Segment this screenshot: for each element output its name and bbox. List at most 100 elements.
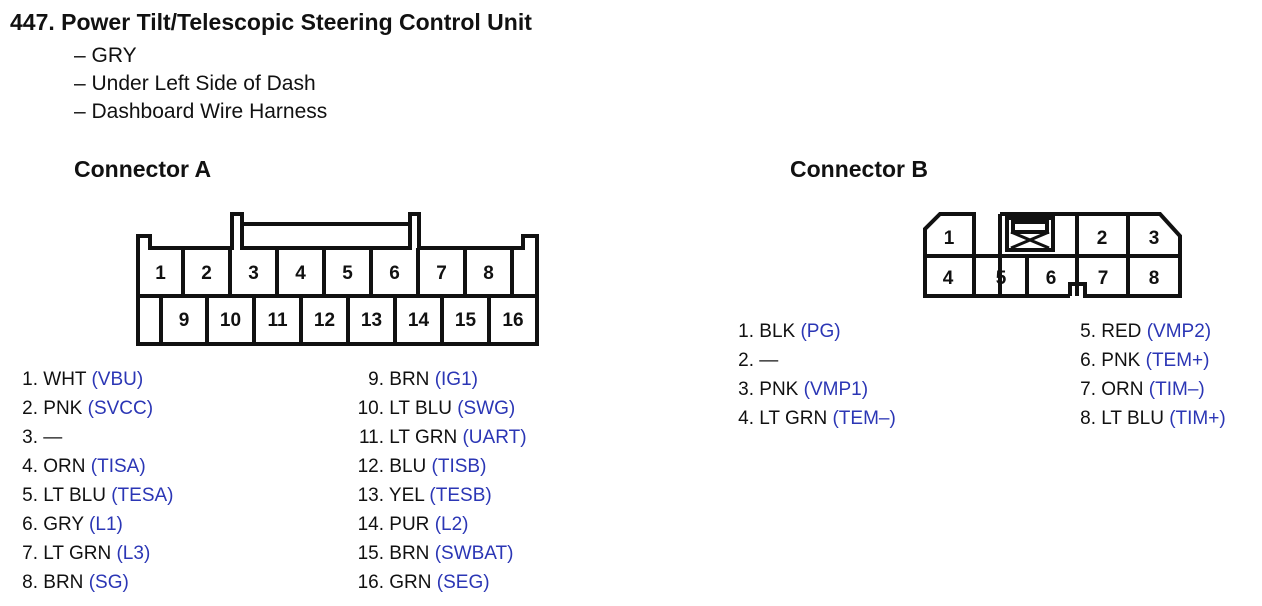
wire-color: YEL xyxy=(384,485,430,506)
connector-a-label: Connector A xyxy=(74,156,212,182)
connector-a-housing xyxy=(136,212,539,346)
circuit-code: (VBU) xyxy=(91,369,144,390)
connector-b-pin-3: 3. PNK (VMP1) xyxy=(736,380,868,399)
pin-number: 14. xyxy=(357,514,384,535)
connector-a-cell-6: 6 xyxy=(389,263,400,284)
pin-number: 8. xyxy=(1080,408,1096,429)
wire-color: LT BLU xyxy=(38,485,112,506)
wire-color: WHT xyxy=(38,369,92,390)
circuit-code: (TEM+) xyxy=(1145,350,1210,371)
wire-color: LT GRN xyxy=(384,427,463,448)
wire-color: PNK xyxy=(1096,350,1146,371)
connector-a-cell-15: 15 xyxy=(455,310,477,331)
circuit-code: (TIM–) xyxy=(1148,379,1205,400)
entry-number: 447. xyxy=(10,9,55,35)
connector-a-pin-11: 11. LT GRN (UART) xyxy=(352,428,527,447)
connector-a-cell-5: 5 xyxy=(342,263,353,284)
connector-a-pin-8: 8. BRN (SG) xyxy=(20,573,129,592)
connector-b-cell-1: 1 xyxy=(944,228,955,249)
connector-a-cell-1: 1 xyxy=(155,263,166,284)
connector-a-pin-5: 5. LT BLU (TESA) xyxy=(20,485,173,506)
connector-a-cell-8: 8 xyxy=(483,263,494,284)
wire-color: PNK xyxy=(38,398,88,419)
wire-color: LT GRN xyxy=(38,543,117,564)
connector-b-cell-8: 8 xyxy=(1149,268,1160,289)
circuit-code: (IG1) xyxy=(434,369,478,390)
circuit-code: (UART) xyxy=(462,427,527,448)
connector-a-cell-13: 13 xyxy=(361,310,382,331)
connector-b-pin-2: 2. — xyxy=(736,351,778,370)
circuit-code: (L2) xyxy=(434,514,469,535)
connector-a-pin-12: 12. BLU (TISB) xyxy=(352,456,487,477)
wire-color: PNK xyxy=(754,379,804,400)
connector-a-pin-7: 7. LT GRN (L3) xyxy=(20,544,150,563)
connector-a-cell-3: 3 xyxy=(248,263,259,284)
wire-color: BRN xyxy=(38,572,89,593)
connector-a-pin-2: 2. PNK (SVCC) xyxy=(20,399,153,418)
circuit-code: (VMP2) xyxy=(1146,321,1212,342)
connector-b-key-cross xyxy=(1010,230,1050,250)
wire-color: LT BLU xyxy=(384,398,458,419)
wire-color: — xyxy=(754,350,779,371)
pin-number: 1. xyxy=(22,369,38,390)
wire-color: LT BLU xyxy=(1096,408,1170,429)
wire-color: ORN xyxy=(38,456,91,477)
pin-number: 7. xyxy=(1080,379,1096,400)
circuit-code: (SWBAT) xyxy=(434,543,514,564)
detail-color: – GRY xyxy=(74,44,137,67)
pin-number: 8. xyxy=(22,572,38,593)
wire-color: LT GRN xyxy=(754,408,833,429)
connector-b-pin-5: 5. RED (VMP2) xyxy=(1078,322,1211,341)
circuit-code: (PG) xyxy=(800,321,841,342)
pin-number: 1. xyxy=(738,321,754,342)
connector-a-pin-3: 3. — xyxy=(20,428,62,447)
pin-number: 2. xyxy=(22,398,38,419)
connector-a-cell-4: 4 xyxy=(295,263,306,284)
pin-number: 13. xyxy=(357,485,384,506)
wire-color: BRN xyxy=(384,543,435,564)
connector-b-label: Connector B xyxy=(790,156,928,182)
circuit-code: (TESB) xyxy=(429,485,492,506)
connector-a-cell-12: 12 xyxy=(314,310,335,331)
connector-a-pin-16: 16. GRN (SEG) xyxy=(352,573,490,592)
connector-b-pin-6: 6. PNK (TEM+) xyxy=(1078,351,1209,370)
connector-b-pin-7: 7. ORN (TIM–) xyxy=(1078,380,1205,399)
pin-number: 5. xyxy=(22,485,38,506)
circuit-code: (L1) xyxy=(89,514,123,535)
connector-a-pin-14: 14. PUR (L2) xyxy=(352,514,469,535)
pin-number: 16. xyxy=(357,572,384,593)
connector-a-pin-4: 4. ORN (TISA) xyxy=(20,457,146,476)
connector-b-cell-3: 3 xyxy=(1149,228,1160,249)
circuit-code: (SEG) xyxy=(436,572,490,593)
connector-b-cell-4: 4 xyxy=(943,268,954,289)
connector-a-cell-2: 2 xyxy=(201,263,212,284)
connector-a-pin-1: 1. WHT (VBU) xyxy=(20,370,143,389)
circuit-code: (TISA) xyxy=(90,456,146,477)
circuit-code: (SG) xyxy=(88,572,129,593)
entry-name: Power Tilt/Telescopic Steering Control U… xyxy=(61,9,532,35)
wire-color: BLU xyxy=(384,456,432,477)
circuit-code: (L3) xyxy=(116,543,151,564)
pin-number: 4. xyxy=(22,456,38,477)
wire-color: PUR xyxy=(384,514,435,535)
connector-b-pin-4: 4. LT GRN (TEM–) xyxy=(736,409,896,428)
circuit-code: (VMP1) xyxy=(803,379,869,400)
connector-a-pin-9: 9. BRN (IG1) xyxy=(352,370,478,389)
connector-b-key xyxy=(1005,216,1055,252)
circuit-code: (TISB) xyxy=(431,456,487,477)
connector-b-cell-6: 6 xyxy=(1046,268,1057,289)
wire-color: ORN xyxy=(1096,379,1149,400)
connector-a-pin-6: 6. GRY (L1) xyxy=(20,515,123,534)
pin-number: 7. xyxy=(22,543,38,564)
pin-number: 5. xyxy=(1080,321,1096,342)
connector-a-cell-14: 14 xyxy=(408,310,430,331)
pin-number: 3. xyxy=(738,379,754,400)
pin-number: 9. xyxy=(368,369,384,390)
detail-location: – Under Left Side of Dash xyxy=(74,72,316,95)
connector-a-cell-9: 9 xyxy=(179,310,190,331)
wire-color: GRN xyxy=(384,572,437,593)
pin-number: 4. xyxy=(738,408,754,429)
connector-b-pin-1: 1. BLK (PG) xyxy=(736,321,841,342)
